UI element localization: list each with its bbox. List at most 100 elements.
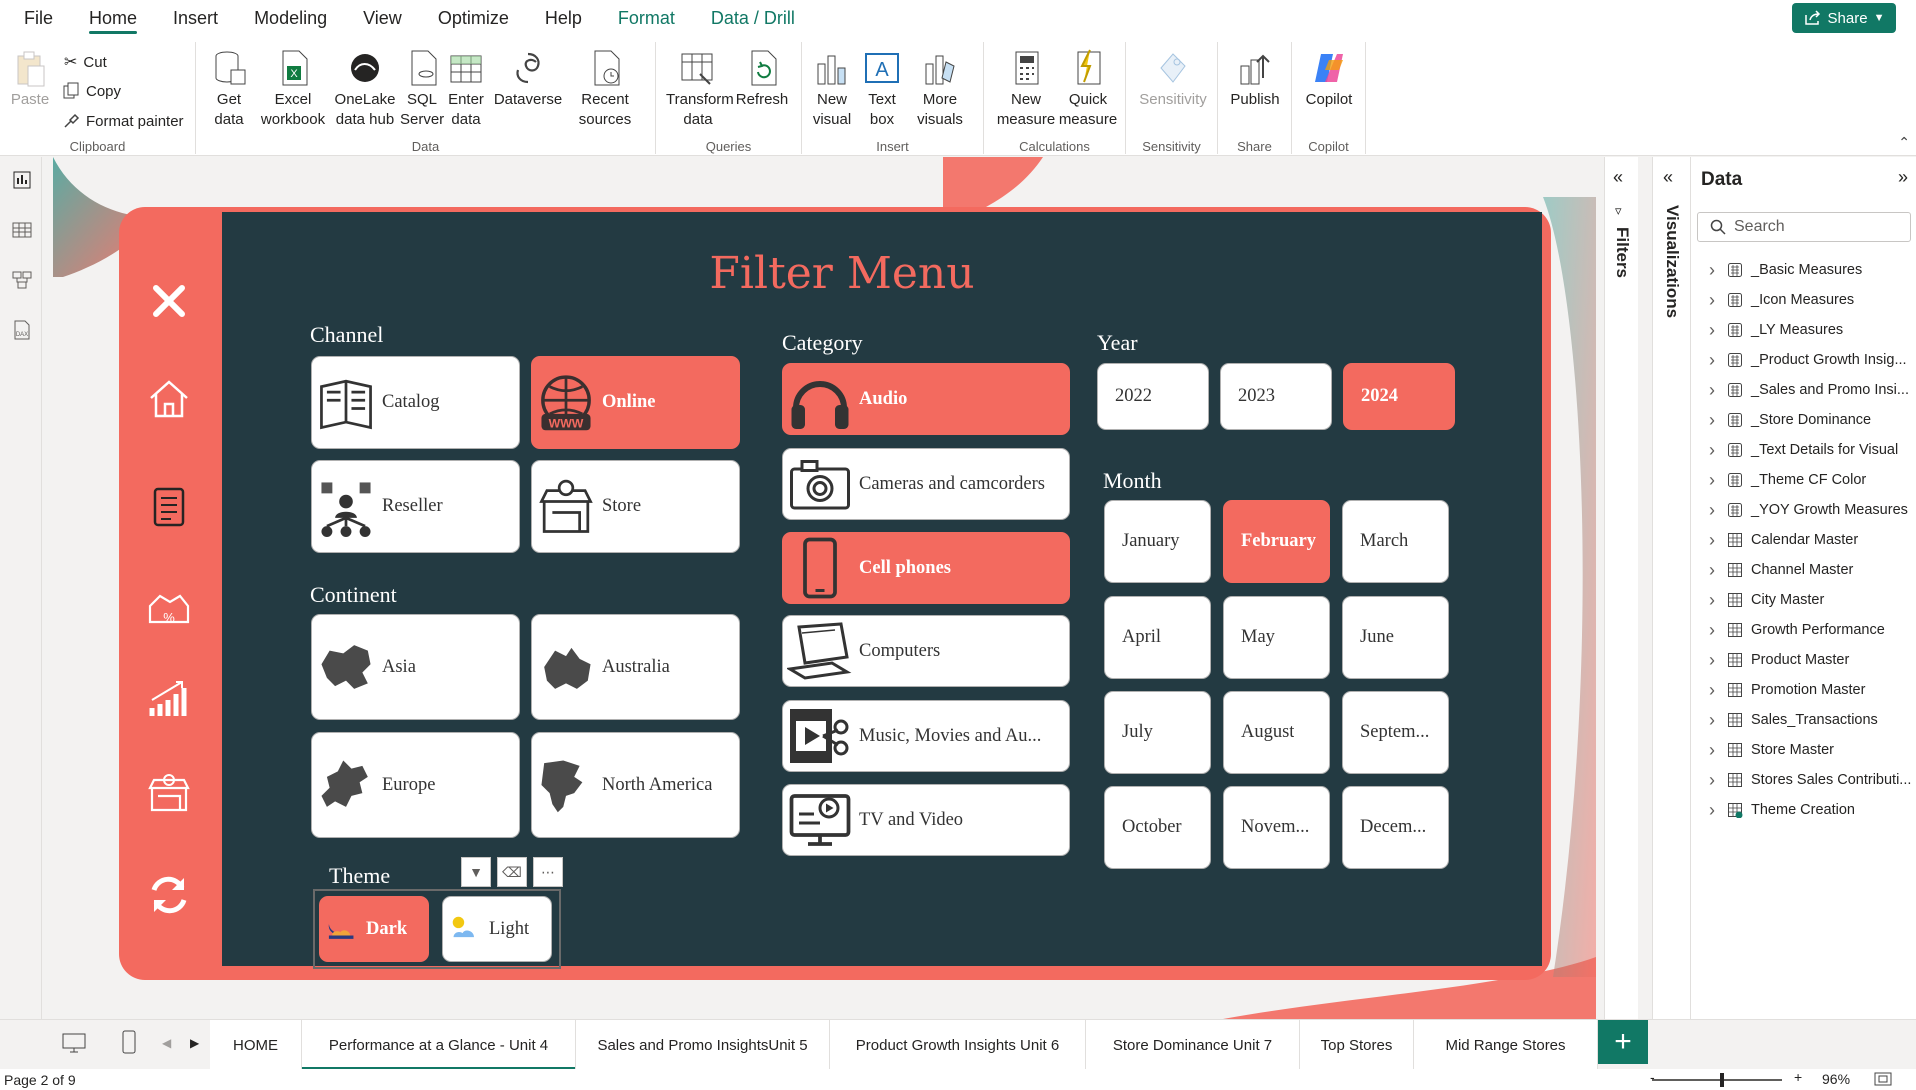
home-icon[interactable] xyxy=(146,376,192,422)
data-item-store-master[interactable]: ›Store Master xyxy=(1709,737,1915,763)
year-tile-2023[interactable]: 2023 xyxy=(1220,363,1332,430)
chevron-right-icon[interactable]: › xyxy=(1709,349,1715,370)
page-tab-top-stores[interactable]: Top Stores xyxy=(1300,1020,1414,1070)
continent-tile-asia[interactable]: Asia xyxy=(311,614,520,720)
sql-server-button[interactable]: SQL Server xyxy=(400,48,444,130)
chevron-right-icon[interactable]: › xyxy=(1709,259,1715,280)
filter-funnel-icon[interactable]: ▼ xyxy=(461,857,491,887)
zoom-in-icon[interactable]: + xyxy=(1794,1069,1803,1085)
sensitivity-button[interactable]: Sensitivity xyxy=(1138,48,1208,110)
copy-button[interactable]: Copy xyxy=(62,82,121,100)
category-tile-cell-phones[interactable]: Cell phones xyxy=(782,532,1070,604)
category-tile-music-movies-and-au[interactable]: Music, Movies and Au... xyxy=(782,700,1070,772)
month-tile-march[interactable]: March xyxy=(1342,500,1449,583)
page-tab-store-dominance-unit-7[interactable]: Store Dominance Unit 7 xyxy=(1086,1020,1300,1070)
data-item-stores-sales-contributi[interactable]: ›Stores Sales Contributi... xyxy=(1709,767,1915,793)
transform-data-button[interactable]: Transform data xyxy=(666,48,734,130)
month-tile-april[interactable]: April xyxy=(1104,596,1211,679)
visualizations-label[interactable]: Visualizations xyxy=(1663,205,1682,319)
data-item-icon-measures[interactable]: ›_Icon Measures xyxy=(1709,287,1915,313)
cut-button[interactable]: ✂ Cut xyxy=(64,52,107,72)
month-tile-july[interactable]: July xyxy=(1104,691,1211,774)
dax-query-view-icon[interactable]: DAX xyxy=(11,319,33,341)
tab-optimize[interactable]: Optimize xyxy=(437,7,509,28)
data-item-text-details-for-visual[interactable]: ›_Text Details for Visual xyxy=(1709,437,1915,463)
data-item-promotion-master[interactable]: ›Promotion Master xyxy=(1709,677,1915,703)
month-tile-septem[interactable]: Septem... xyxy=(1342,691,1449,774)
category-tile-computers[interactable]: Computers xyxy=(782,615,1070,687)
page-tab-home[interactable]: HOME xyxy=(210,1020,302,1070)
chevron-right-icon[interactable]: › xyxy=(1709,499,1715,520)
chevron-right-icon[interactable]: › xyxy=(1709,649,1715,670)
collapse-ribbon-icon[interactable]: ⌃ xyxy=(1898,134,1910,150)
month-tile-june[interactable]: June xyxy=(1342,596,1449,679)
chevron-right-icon[interactable]: › xyxy=(1709,769,1715,790)
text-box-button[interactable]: A Text box xyxy=(864,48,900,130)
onelake-data-hub-button[interactable]: OneLake data hub xyxy=(330,48,400,130)
enter-data-button[interactable]: Enter data xyxy=(446,48,486,130)
quick-measure-button[interactable]: Quick measure xyxy=(1058,48,1118,130)
theme-tile-dark[interactable]: Dark xyxy=(319,896,429,962)
chevron-right-icon[interactable]: › xyxy=(1709,739,1715,760)
collapse-data-pane-icon[interactable]: » xyxy=(1897,167,1908,187)
zoom-slider-thumb[interactable] xyxy=(1720,1073,1724,1087)
channel-tile-reseller[interactable]: Reseller xyxy=(311,460,520,553)
chevron-right-icon[interactable]: › xyxy=(1709,319,1715,340)
month-tile-january[interactable]: January xyxy=(1104,500,1211,583)
data-item-product-master[interactable]: ›Product Master xyxy=(1709,647,1915,673)
expand-filters-icon[interactable]: « xyxy=(1613,167,1624,187)
page-tab-mid-range-stores[interactable]: Mid Range Stores xyxy=(1414,1020,1598,1070)
more-options-icon[interactable]: ⋯ xyxy=(533,857,563,887)
year-tile-2022[interactable]: 2022 xyxy=(1097,363,1209,430)
expand-visualizations-icon[interactable]: « xyxy=(1663,167,1674,187)
get-data-button[interactable]: Get data xyxy=(206,48,252,130)
format-painter-button[interactable]: Format painter xyxy=(62,112,184,130)
next-page-icon[interactable]: ▶ xyxy=(190,1036,200,1050)
model-view-icon[interactable] xyxy=(11,269,33,291)
data-item-theme-creation[interactable]: ›Theme Creation xyxy=(1709,797,1915,823)
chevron-right-icon[interactable]: › xyxy=(1709,559,1715,580)
category-tile-tv-and-video[interactable]: TV and Video xyxy=(782,784,1070,856)
chevron-right-icon[interactable]: › xyxy=(1709,799,1715,820)
chevron-right-icon[interactable]: › xyxy=(1709,529,1715,550)
zoom-out-icon[interactable]: - xyxy=(1650,1069,1655,1085)
data-item-yoy-growth-measures[interactable]: ›_YOY Growth Measures xyxy=(1709,497,1915,523)
chevron-right-icon[interactable]: › xyxy=(1709,619,1715,640)
year-tile-2024[interactable]: 2024 xyxy=(1343,363,1455,430)
channel-tile-store[interactable]: Store xyxy=(531,460,740,553)
chevron-right-icon[interactable]: › xyxy=(1709,469,1715,490)
continent-tile-australia[interactable]: Australia xyxy=(531,614,740,720)
continent-tile-europe[interactable]: Europe xyxy=(311,732,520,838)
filters-label[interactable]: Filters xyxy=(1613,227,1632,279)
data-item-ly-measures[interactable]: ›_LY Measures xyxy=(1709,317,1915,343)
recent-sources-button[interactable]: Recent sources xyxy=(568,48,642,130)
publish-button[interactable]: Publish xyxy=(1228,48,1282,110)
category-tile-cameras-and-camcorders[interactable]: Cameras and camcorders xyxy=(782,448,1070,520)
channel-tile-catalog[interactable]: Catalog xyxy=(311,356,520,449)
category-tile-audio[interactable]: Audio xyxy=(782,363,1070,435)
month-tile-august[interactable]: August xyxy=(1223,691,1330,774)
month-tile-october[interactable]: October xyxy=(1104,786,1211,869)
promo-discount-icon[interactable]: % xyxy=(146,586,192,632)
chevron-right-icon[interactable]: › xyxy=(1709,409,1715,430)
tab-data-drill[interactable]: Data / Drill xyxy=(710,7,795,28)
page-tab-performance-at-a-glance-unit-4[interactable]: Performance at a Glance - Unit 4 xyxy=(302,1020,576,1070)
fit-to-page-icon[interactable] xyxy=(1874,1072,1892,1086)
theme-tile-light[interactable]: Light xyxy=(442,896,552,962)
data-item-channel-master[interactable]: ›Channel Master xyxy=(1709,557,1915,583)
month-tile-may[interactable]: May xyxy=(1223,596,1330,679)
copilot-button[interactable]: Copilot xyxy=(1300,48,1358,110)
mobile-layout-icon[interactable] xyxy=(122,1030,136,1054)
excel-workbook-button[interactable]: X Excel workbook xyxy=(256,48,330,130)
chevron-right-icon[interactable]: › xyxy=(1709,589,1715,610)
tab-help[interactable]: Help xyxy=(544,7,582,28)
chevron-right-icon[interactable]: › xyxy=(1709,289,1715,310)
add-page-button[interactable]: + xyxy=(1598,1020,1648,1064)
data-item-calendar-master[interactable]: ›Calendar Master xyxy=(1709,527,1915,553)
chevron-right-icon[interactable]: › xyxy=(1709,709,1715,730)
data-item-basic-measures[interactable]: ›_Basic Measures xyxy=(1709,257,1915,283)
data-item-growth-performance[interactable]: ›Growth Performance xyxy=(1709,617,1915,643)
close-icon[interactable] xyxy=(146,278,192,324)
dataverse-button[interactable]: Dataverse xyxy=(488,48,568,110)
